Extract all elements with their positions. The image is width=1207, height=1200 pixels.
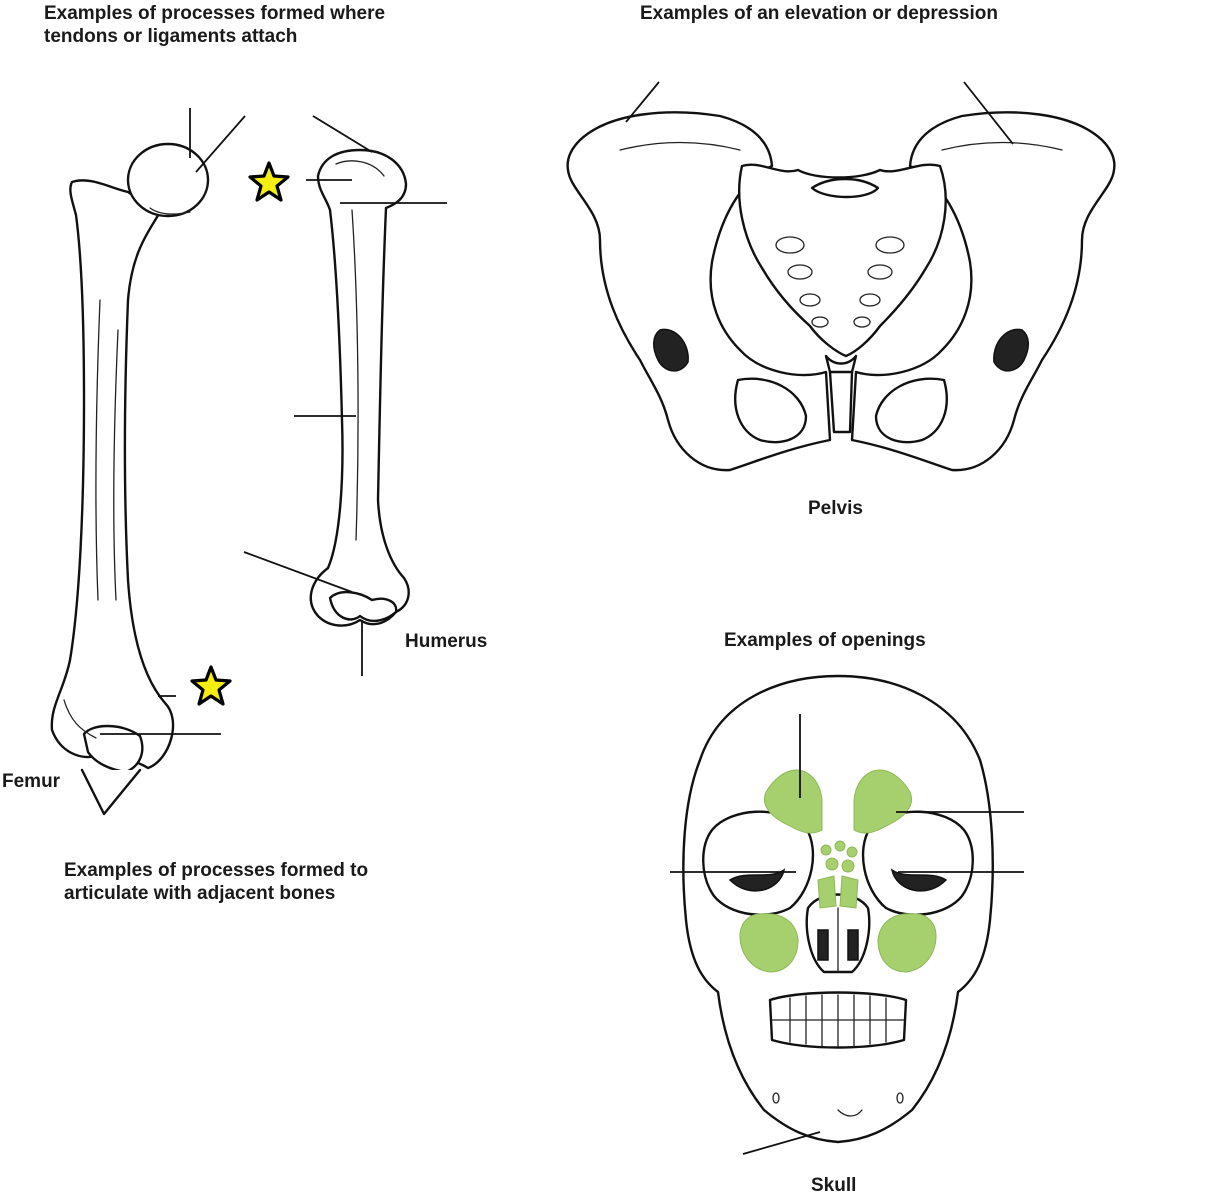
caption-tendons-ligaments: Examples of processes formed where tendo…: [44, 3, 386, 47]
pelvis-label: Pelvis: [808, 498, 863, 519]
star-icon: [248, 161, 290, 202]
caption-openings: Examples of openings: [724, 630, 926, 651]
humerus-label: Humerus: [405, 631, 488, 652]
skull-drawing: [682, 674, 994, 1144]
star-icon: [190, 665, 232, 706]
leader-line: [243, 551, 353, 593]
humerus-drawing: [309, 148, 410, 627]
leader-line: [195, 115, 246, 173]
femur-label: Femur: [2, 771, 61, 792]
leader-line: [312, 115, 373, 153]
caption-elevation-depression: Examples of an elevation or depression: [640, 3, 998, 24]
femur-drawing: [50, 142, 210, 816]
pelvis-drawing: [566, 111, 1116, 472]
leader-line: [963, 81, 1014, 145]
leader-line: [742, 1131, 821, 1155]
leader-line: [625, 81, 660, 123]
caption-articulate: Examples of processes formed to articula…: [64, 860, 369, 904]
skull-label: Skull: [811, 1175, 857, 1196]
